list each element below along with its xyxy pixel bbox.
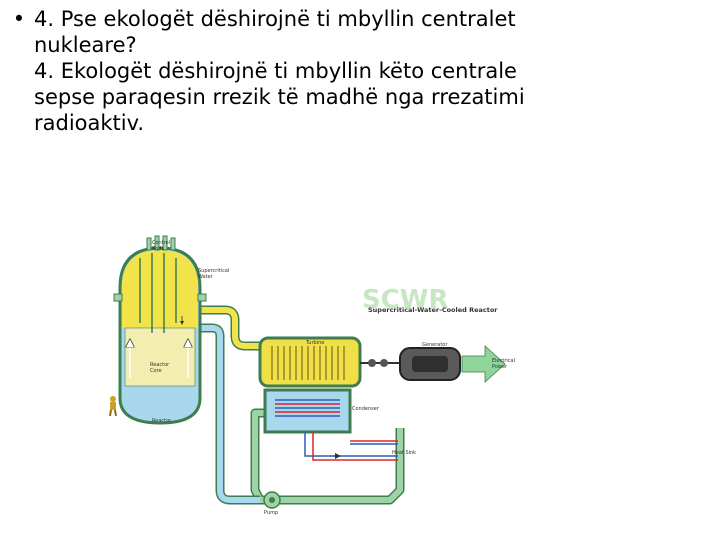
question-line-1: 4. Pse ekologët dëshirojnë ti mbyllin ce… bbox=[34, 7, 516, 31]
label-pump: Pump bbox=[264, 510, 278, 516]
condenser bbox=[263, 388, 352, 434]
bullet-marker: • bbox=[12, 7, 26, 31]
label-condenser: Condenser bbox=[352, 406, 380, 412]
answer-line-3: radioaktiv. bbox=[34, 111, 145, 135]
bullet-text: 4. Pse ekologët dëshirojnë ti mbyllin ce… bbox=[34, 6, 704, 136]
slide-text-block: • 4. Pse ekologët dëshirojnë ti mbyllin … bbox=[4, 6, 704, 136]
scwr-logo: SCWR bbox=[362, 285, 449, 315]
answer-line-2: sepse paraqesin rrezik të madhë nga rrez… bbox=[34, 85, 525, 109]
label-reactor: Reactor bbox=[152, 418, 172, 424]
heat-sink-lines bbox=[304, 432, 398, 461]
bullet-item: • 4. Pse ekologët dëshirojnë ti mbyllin … bbox=[4, 6, 704, 136]
electrical-power-arrow-icon bbox=[461, 345, 506, 383]
answer-line-1: 4. Ekologët dëshirojnë ti mbyllin këto c… bbox=[34, 59, 517, 83]
reactor-vessel bbox=[113, 235, 207, 425]
diagram-subtitle: Supercritical-Water-Cooled Reactor bbox=[368, 306, 498, 314]
turbine-shaft bbox=[360, 359, 400, 367]
label-turbine: Turbine bbox=[305, 340, 324, 346]
generator bbox=[399, 347, 461, 381]
scwr-diagram: SCWR Supercritical-Water-Cooled Reactor … bbox=[109, 235, 515, 516]
worker-figure-icon bbox=[109, 396, 117, 417]
pump-icon bbox=[263, 491, 281, 509]
label-generator: Generator bbox=[422, 342, 448, 348]
label-heat-sink: Heat Sink bbox=[392, 450, 416, 456]
turbine bbox=[258, 336, 362, 388]
question-line-2: nukleare? bbox=[34, 33, 137, 57]
